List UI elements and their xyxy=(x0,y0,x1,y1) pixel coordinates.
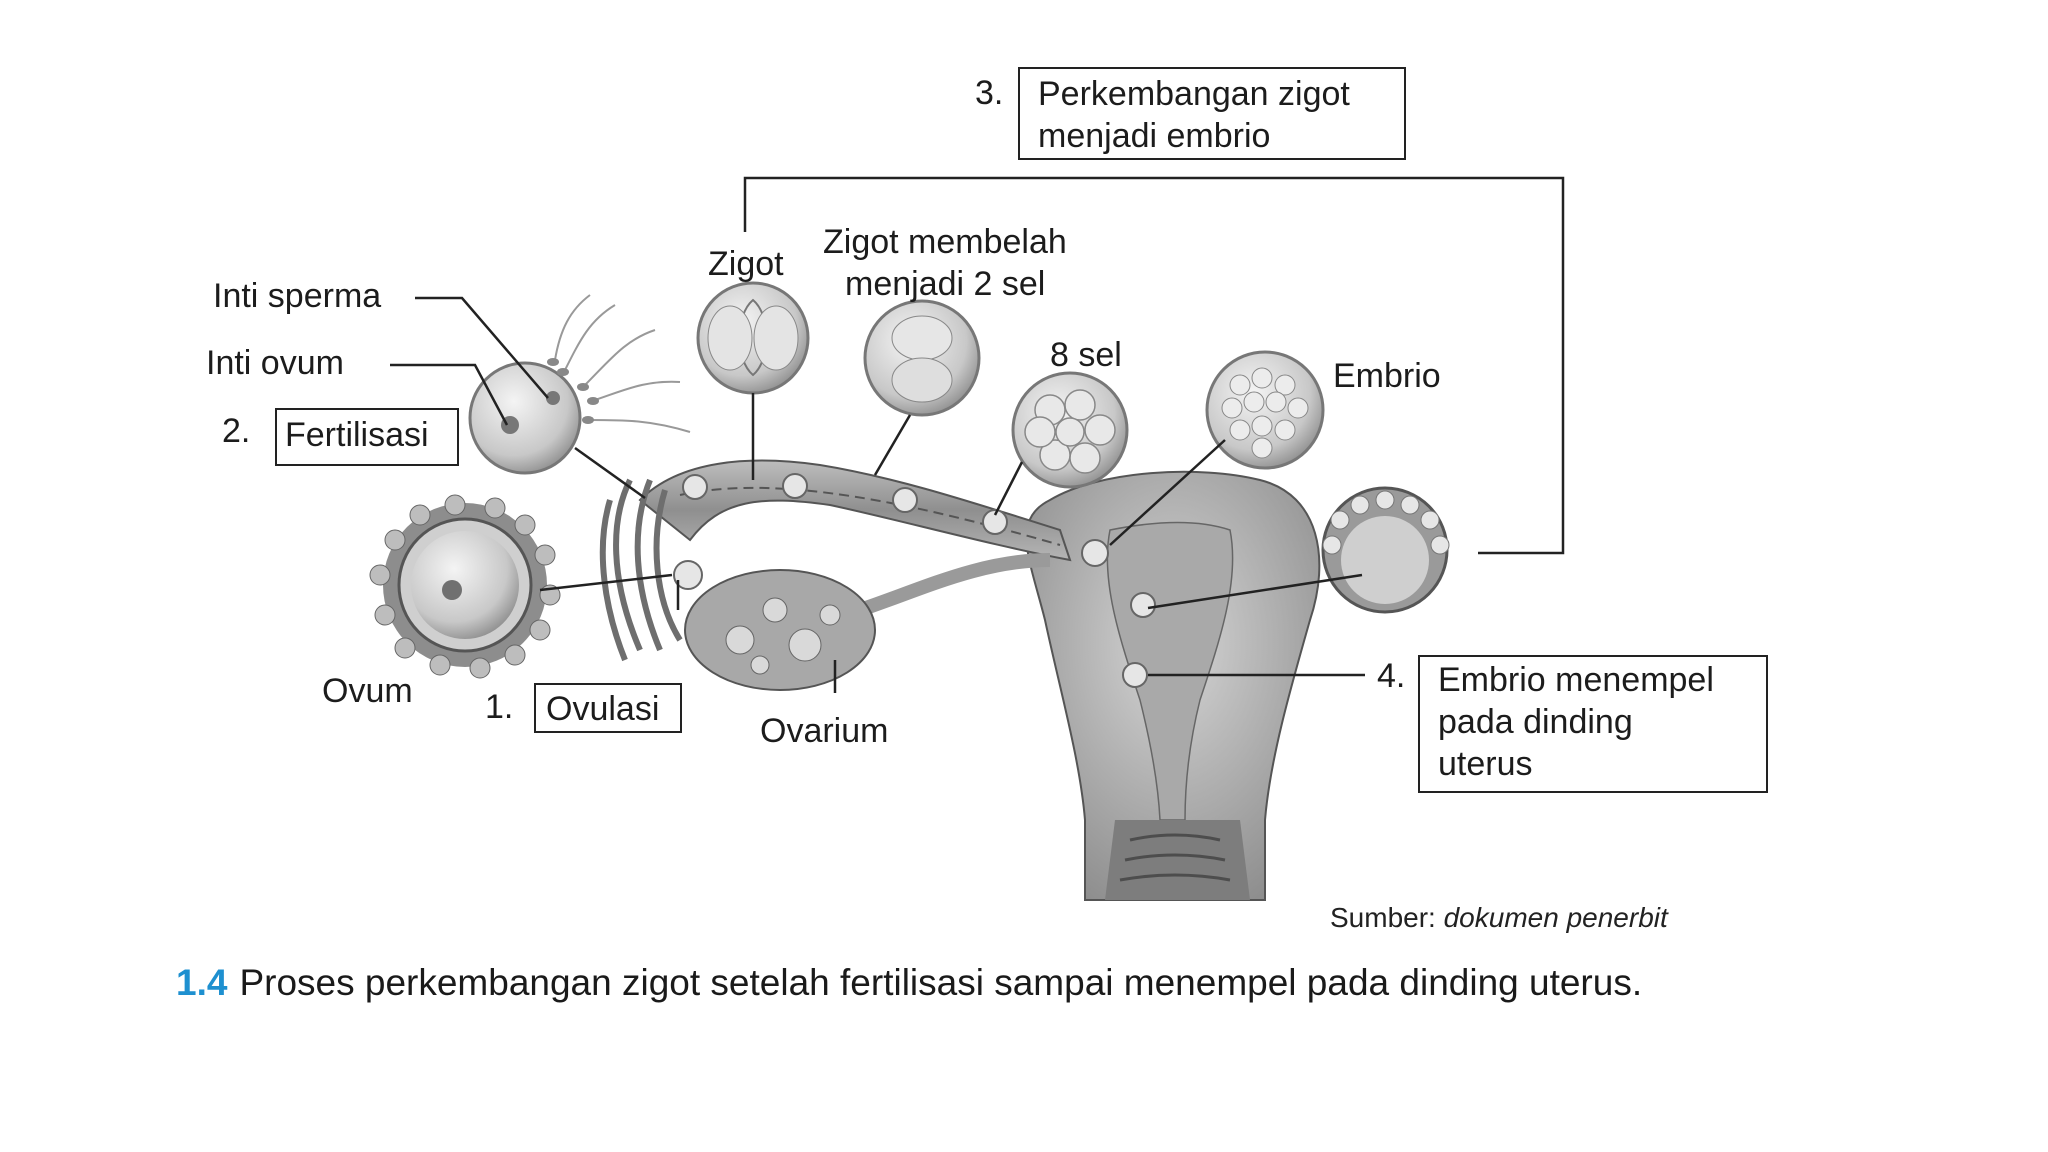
step-4-box: Embrio menempel pada dinding uterus xyxy=(1418,655,1768,793)
step-3-line-2: menjadi embrio xyxy=(1038,117,1271,155)
caption-text: Proses perkembangan zigot setelah fertil… xyxy=(239,962,1643,1003)
label-embrio: Embrio xyxy=(1333,357,1441,395)
zygote-illustration xyxy=(696,281,810,395)
step-3-box: Perkembangan zigot menjadi embrio xyxy=(1018,67,1406,160)
cells-in-tube xyxy=(673,473,1156,688)
ovum-illustration xyxy=(369,494,561,679)
label-8-sel: 8 sel xyxy=(1050,336,1122,374)
step-3-number: 3. xyxy=(975,74,1004,112)
step-4-number: 4. xyxy=(1377,657,1406,695)
uterus xyxy=(1025,470,1321,901)
two-cell-illustration xyxy=(863,299,981,417)
label-ovarium: Ovarium xyxy=(760,712,889,750)
eight-cell-illustration xyxy=(1011,371,1129,489)
ovary xyxy=(684,569,876,691)
label-zigot-membelah-2: menjadi 2 sel xyxy=(845,265,1046,303)
step-2-number: 2. xyxy=(222,412,251,450)
step-2-line-1: Fertilisasi xyxy=(285,416,429,454)
step-1-line-1: Ovulasi xyxy=(546,690,660,728)
blastocyst-illustration xyxy=(1321,486,1450,614)
step-1-box: Ovulasi xyxy=(534,683,682,733)
step-2-box: Fertilisasi xyxy=(275,408,459,466)
fallopian-tube xyxy=(599,459,1072,662)
step-3-line-1: Perkembangan zigot xyxy=(1038,75,1350,113)
source-text: dokumen penerbit xyxy=(1443,902,1668,933)
fertilization-illustration xyxy=(468,294,691,475)
step-4-line-3: uterus xyxy=(1438,745,1533,783)
figure-number: 1.4 xyxy=(176,962,228,1003)
leader-lines xyxy=(390,176,1565,693)
embryo-illustration xyxy=(1205,350,1325,470)
source-credit: Sumber: dokumen penerbit xyxy=(1330,900,1668,936)
label-zigot-membelah-1: Zigot membelah xyxy=(823,223,1067,261)
step-4-line-1: Embrio menempel xyxy=(1438,661,1714,699)
step-4-line-2: pada dinding xyxy=(1438,703,1633,741)
figure-caption: 1.4 Proses perkembangan zigot setelah fer… xyxy=(176,960,1642,1006)
step-1-number: 1. xyxy=(485,688,514,726)
label-inti-ovum: Inti ovum xyxy=(206,344,344,382)
label-ovum: Ovum xyxy=(322,672,413,710)
label-zigot: Zigot xyxy=(708,245,784,283)
source-prefix: Sumber: xyxy=(1330,902,1436,933)
label-inti-sperma: Inti sperma xyxy=(213,277,382,315)
